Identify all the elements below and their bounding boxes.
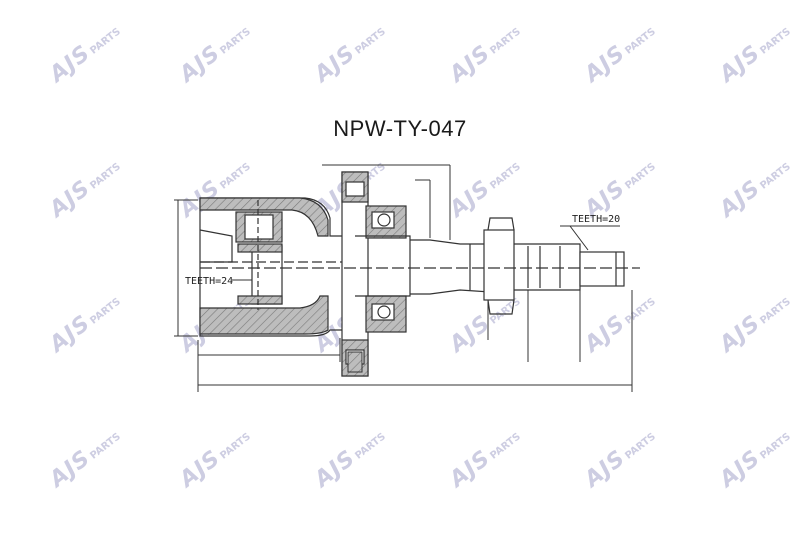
joint-housing [199,197,360,337]
flange-key [347,351,363,373]
drive-shaft [200,217,640,315]
part-number-title: NPW-TY-047 [333,116,467,141]
teeth-inner-label: TEETH=24 [185,276,233,287]
dimension-lines [174,164,633,392]
flange-bearing [341,171,407,377]
teeth-outer-label: TEETH=20 [572,214,620,225]
